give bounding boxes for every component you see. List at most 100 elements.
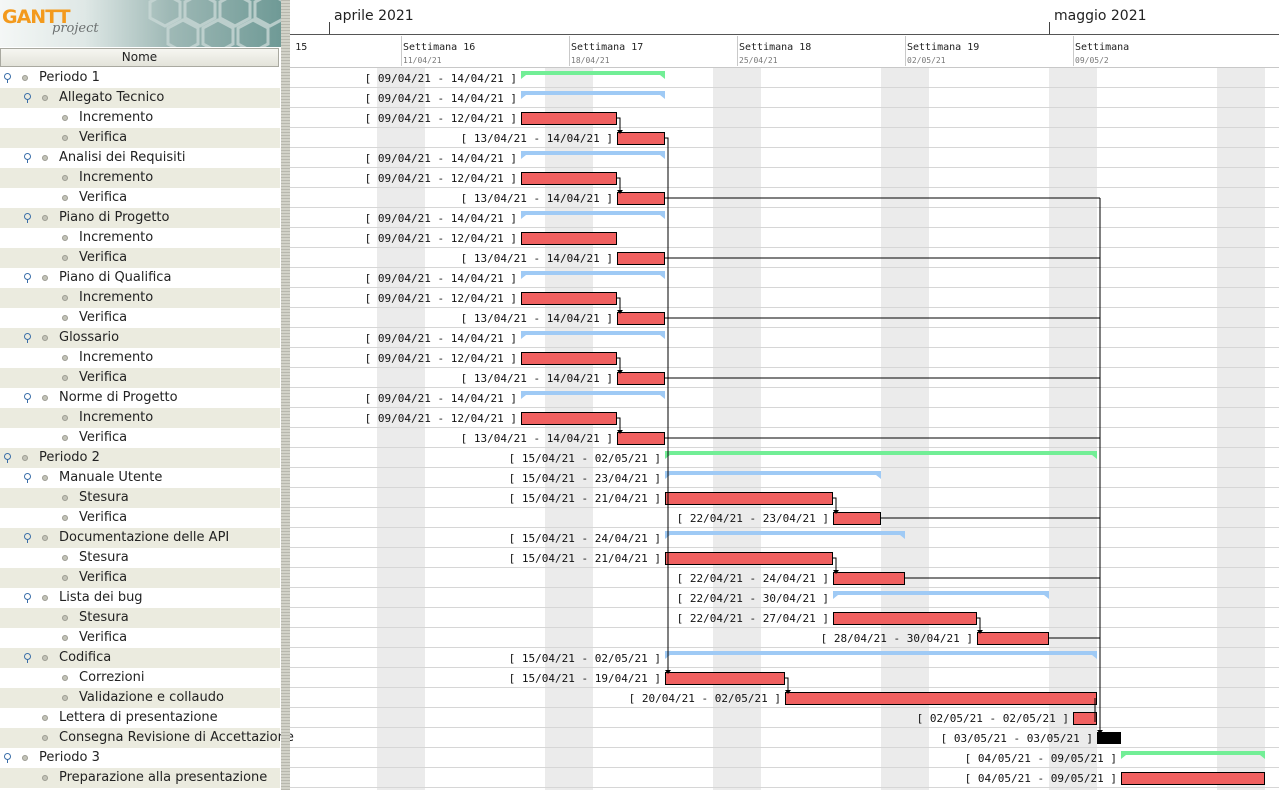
tree-row[interactable]: Lettera di presentazione [0,708,280,728]
task-date-label: [ 03/05/21 - 03/05/21 ] [941,732,1093,745]
expand-toggle-icon[interactable] [24,472,31,483]
tree-row[interactable]: Periodo 3 [0,748,280,768]
tree-row[interactable]: Consegna Revisione di Accettazione [0,728,294,748]
expand-toggle-icon[interactable] [4,752,11,763]
tree-row[interactable]: Verifica [0,308,280,328]
week-date: 25/04/21 [739,56,778,65]
tree-row[interactable]: Codifica [0,648,280,668]
tree-row[interactable]: Lista dei bug [0,588,280,608]
tree-row[interactable]: Incremento [0,288,280,308]
tree-row[interactable]: Norme di Progetto [0,388,280,408]
column-header-name[interactable]: Nome [0,48,279,67]
task-bullet-icon [62,175,68,181]
row-gridline [290,227,1279,228]
tree-row[interactable]: Analisi dei Requisiti [0,148,280,168]
tree-row[interactable]: Piano di Qualifica [0,268,280,288]
task-bar[interactable] [1121,772,1265,785]
task-bar[interactable] [977,632,1049,645]
tree-row[interactable]: Correzioni [0,668,280,688]
expand-toggle-icon[interactable] [24,272,31,283]
task-bar[interactable] [617,372,665,385]
tree-row[interactable]: Verifica [0,128,280,148]
tree-row[interactable]: Verifica [0,508,280,528]
tree-row[interactable]: Stesura [0,488,280,508]
task-bar[interactable] [617,432,665,445]
expand-toggle-icon[interactable] [24,592,31,603]
task-bar[interactable] [521,112,617,125]
task-bar[interactable] [665,492,833,505]
expand-toggle-icon[interactable] [24,152,31,163]
task-bar[interactable] [665,552,833,565]
tree-row[interactable]: Validazione e collaudo [0,688,280,708]
task-name: Allegato Tecnico [59,90,165,105]
tree-row[interactable]: Verifica [0,568,280,588]
tree-row[interactable]: Incremento [0,168,280,188]
tree-row[interactable]: Incremento [0,228,280,248]
expand-toggle-icon[interactable] [4,72,11,83]
tree-row[interactable]: Verifica [0,248,280,268]
tree-row[interactable]: Verifica [0,628,280,648]
week-date: 02/05/21 [907,56,946,65]
row-gridline [290,747,1279,748]
task-bar[interactable] [617,252,665,265]
task-bar[interactable] [833,512,881,525]
tree-row[interactable]: Glossario [0,328,280,348]
task-bar[interactable] [521,172,617,185]
task-bar[interactable] [665,672,785,685]
summary-bar[interactable] [833,591,1049,599]
summary-bar[interactable] [521,271,665,279]
tree-row[interactable]: Periodo 1 [0,68,280,88]
panel-splitter[interactable] [281,0,290,790]
expand-toggle-icon[interactable] [24,532,31,543]
tree-row[interactable]: Stesura [0,548,280,568]
summary-bar[interactable] [521,391,665,399]
summary-bar[interactable] [665,531,905,539]
summary-bar[interactable] [665,471,881,479]
tree-row[interactable]: Incremento [0,348,280,368]
task-bar[interactable] [833,612,977,625]
task-bar[interactable] [833,572,905,585]
task-bar[interactable] [785,692,1097,705]
tree-row[interactable]: Manuale Utente [0,468,280,488]
tree-row[interactable]: Preparazione alla presentazione [0,768,280,788]
expand-toggle-icon[interactable] [4,452,11,463]
summary-bar[interactable] [521,91,665,99]
row-gridline [290,587,1279,588]
group-bar[interactable] [521,71,665,79]
expand-toggle-icon[interactable] [24,652,31,663]
task-bar[interactable] [617,192,665,205]
tree-row[interactable]: Allegato Tecnico [0,88,280,108]
tree-row[interactable]: Piano di Progetto [0,208,280,228]
task-name: Norme di Progetto [59,390,178,405]
expand-toggle-icon[interactable] [24,392,31,403]
group-bar[interactable] [665,451,1097,459]
expand-toggle-icon[interactable] [24,332,31,343]
summary-bar[interactable] [665,651,1097,659]
milestone-marker[interactable] [1097,732,1121,744]
dependency-arrow-icon [617,310,623,314]
task-bar[interactable] [617,132,665,145]
tree-row[interactable]: Periodo 2 [0,448,280,468]
expand-toggle-icon[interactable] [24,212,31,223]
tree-row[interactable]: Verifica [0,368,280,388]
task-bar[interactable] [1073,712,1097,725]
tree-row[interactable]: Incremento [0,108,280,128]
task-name: Correzioni [79,670,145,685]
group-bar[interactable] [1121,751,1265,759]
tree-row[interactable]: Documentazione delle API [0,528,280,548]
tree-row[interactable]: Incremento [0,408,280,428]
task-date-label: [ 09/04/21 - 14/04/21 ] [365,72,517,85]
task-bar[interactable] [617,312,665,325]
summary-bar[interactable] [521,331,665,339]
tree-row[interactable]: Verifica [0,428,280,448]
summary-bar[interactable] [521,151,665,159]
task-bar[interactable] [521,292,617,305]
task-bar[interactable] [521,232,617,245]
task-bar[interactable] [521,412,617,425]
expand-toggle-icon[interactable] [24,92,31,103]
summary-bar[interactable] [521,211,665,219]
tree-row[interactable]: Verifica [0,188,280,208]
task-bar[interactable] [521,352,617,365]
tree-row[interactable]: Stesura [0,608,280,628]
